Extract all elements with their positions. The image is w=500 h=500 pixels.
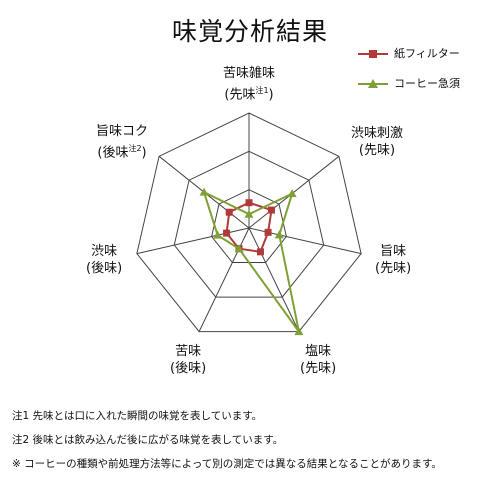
category-label-name: 塩味: [305, 344, 332, 359]
footnote-marker: 注2: [128, 144, 142, 153]
category-label-7: 旨味コク (後味注2): [96, 123, 148, 161]
category-label-name: 旨味: [380, 244, 407, 259]
category-label-3: 旨味 (先味): [375, 243, 411, 277]
category-label-timing: (後味): [86, 261, 123, 276]
category-label-timing: (先味注1): [224, 86, 274, 103]
category-label-6: 渋味 (後味): [86, 243, 122, 277]
grid-spoke-5: [198, 227, 250, 332]
legend: 紙フィルター コーヒー急須: [358, 44, 460, 104]
grid-ring-3: [136, 112, 362, 333]
series-2-point-7: [199, 187, 209, 196]
legend-label-paper-filter: 紙フィルター: [394, 47, 460, 60]
series-2-point-4: [294, 327, 304, 336]
grid-ring-2: [173, 150, 325, 298]
category-label-name: 苦味: [175, 344, 202, 359]
series-1-point-4: [256, 248, 264, 256]
series-2-point-6: [213, 230, 223, 239]
series-2-point-1: [244, 209, 254, 218]
category-label-name: 苦味雑味: [223, 66, 276, 81]
grid-spoke-4: [248, 227, 300, 332]
category-label-timing: (後味注2): [97, 144, 147, 161]
footnotes: 注1 先味とは口に入れた瞬間の味覚を表しています。 注2 後味とは飲み込んだ後に…: [12, 404, 442, 476]
series-2-point-5: [234, 244, 244, 253]
grid-spoke-6: [136, 227, 250, 255]
series-line-2: [202, 190, 300, 333]
radar-series: [199, 187, 304, 336]
category-label-name: 旨味コク: [96, 124, 149, 139]
category-label-1: 苦味雑味 (先味注1): [223, 65, 275, 103]
category-label-timing: (先味): [358, 143, 396, 158]
category-label-name: 渋味: [91, 244, 118, 259]
legend-item-paper-filter: 紙フィルター: [358, 44, 460, 64]
legend-item-coffee-pot: コーヒー急須: [358, 74, 460, 94]
category-label-4: 塩味 (先味): [300, 343, 336, 377]
legend-label-coffee-pot: コーヒー急須: [394, 77, 460, 90]
footnote-1: 注1 先味とは口に入れた瞬間の味覚を表しています。: [12, 410, 263, 422]
category-label-name: 渋味刺激: [351, 126, 404, 141]
series-1-point-3: [264, 228, 272, 236]
legend-marker-square-icon: [369, 50, 377, 58]
category-label-timing: (先味): [375, 261, 412, 276]
chart-title: 味覚分析結果: [171, 17, 328, 46]
footnote-3: ※ コーヒーの種類や前処理方法等によって別の測定では異なる結果となることがありま…: [12, 458, 442, 470]
series-1-point-2: [267, 206, 275, 214]
series-2-point-3: [274, 230, 284, 239]
series-1-point-7: [225, 208, 233, 216]
footnote-2: 注2 後味とは飲み込んだ後に広がる味覚を表しています。: [12, 434, 284, 446]
category-label-timing: (後味): [170, 361, 207, 376]
radar-grid: [136, 112, 362, 333]
category-label-2: 渋味刺激 (先味): [351, 125, 403, 159]
series-1-point-1: [245, 199, 253, 207]
grid-spoke-2: [248, 155, 340, 229]
series-1-point-6: [223, 229, 231, 237]
legend-marker-triangle-icon: [368, 79, 378, 88]
series-2-point-2: [287, 189, 297, 198]
footnote-marker: 注1: [255, 86, 269, 95]
category-label-5: 苦味 (後味): [170, 343, 206, 377]
category-label-timing: (先味): [300, 361, 337, 376]
